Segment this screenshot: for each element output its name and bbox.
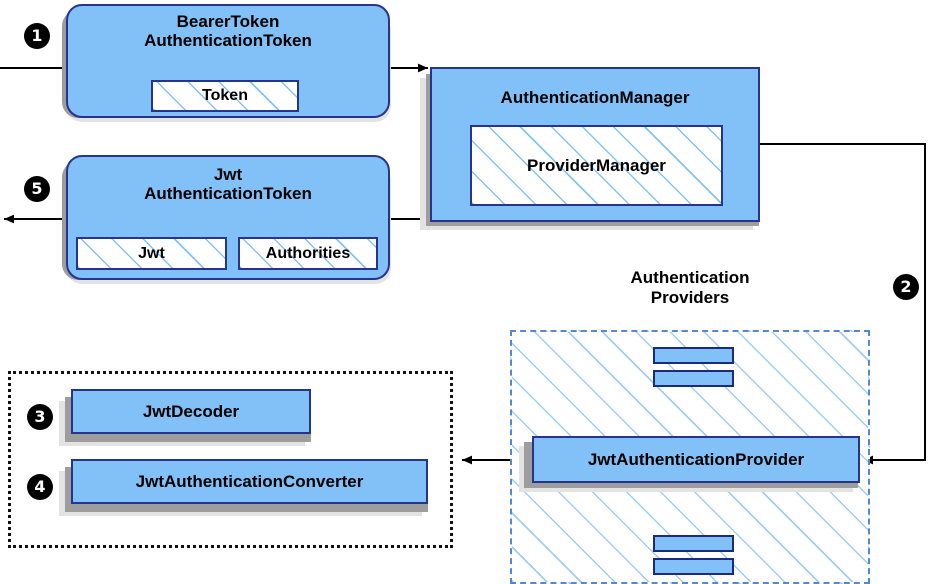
node-jwt-authentication-provider[interactable]: JwtAuthenticationProvider	[532, 436, 860, 483]
inner-box-authorities-label: Authorities	[265, 244, 351, 262]
jwt-decoder-label: JwtDecoder	[142, 401, 240, 421]
inner-box-token-label: Token	[202, 87, 248, 104]
marker-4: 4	[27, 474, 53, 500]
jwt-authentication-converter-label: JwtAuthenticationConverter	[135, 471, 364, 491]
inner-box-jwt-label: Jwt	[138, 244, 165, 262]
marker-3-label: 3	[34, 407, 46, 426]
jwt-support-group	[8, 371, 453, 548]
inner-box-provider-manager[interactable]: ProviderManager	[470, 125, 723, 206]
marker-2-label: 2	[900, 277, 912, 296]
marker-1-label: 1	[31, 26, 43, 45]
inner-box-authorities[interactable]: Authorities	[238, 237, 378, 270]
marker-1: 1	[24, 23, 50, 49]
authentication-providers-caption: Authentication Providers	[580, 268, 800, 307]
jwt-token-title-line2: AuthenticationToken	[144, 184, 312, 204]
bearer-token-title-line1: BearerToken	[176, 12, 280, 31]
node-jwt-decoder[interactable]: JwtDecoder	[71, 389, 311, 434]
inner-box-token[interactable]: Token	[151, 80, 299, 112]
jwt-authentication-provider-label: JwtAuthenticationProvider	[587, 449, 805, 469]
provider-bar-top-1	[653, 347, 734, 364]
jwt-token-title-line1: Jwt	[213, 165, 243, 184]
node-bearer-token-authentication-token[interactable]: BearerToken AuthenticationToken	[66, 4, 390, 118]
provider-bar-bottom-2	[653, 558, 734, 575]
bearer-token-title-line2: AuthenticationToken	[144, 31, 312, 51]
marker-5: 5	[24, 176, 50, 202]
marker-4-label: 4	[34, 477, 46, 496]
marker-5-label: 5	[31, 179, 43, 198]
inner-box-provider-manager-label: ProviderManager	[527, 155, 666, 175]
authentication-manager-title: AuthenticationManager	[500, 88, 690, 107]
node-jwt-authentication-converter[interactable]: JwtAuthenticationConverter	[71, 459, 428, 504]
provider-bar-bottom-1	[653, 535, 734, 552]
marker-3: 3	[27, 404, 53, 430]
marker-2: 2	[893, 274, 919, 300]
authentication-providers-caption-line1: Authentication	[630, 268, 750, 287]
inner-box-jwt[interactable]: Jwt	[76, 237, 227, 270]
authentication-providers-caption-line2: Providers	[650, 287, 730, 307]
provider-bar-top-2	[653, 370, 734, 387]
